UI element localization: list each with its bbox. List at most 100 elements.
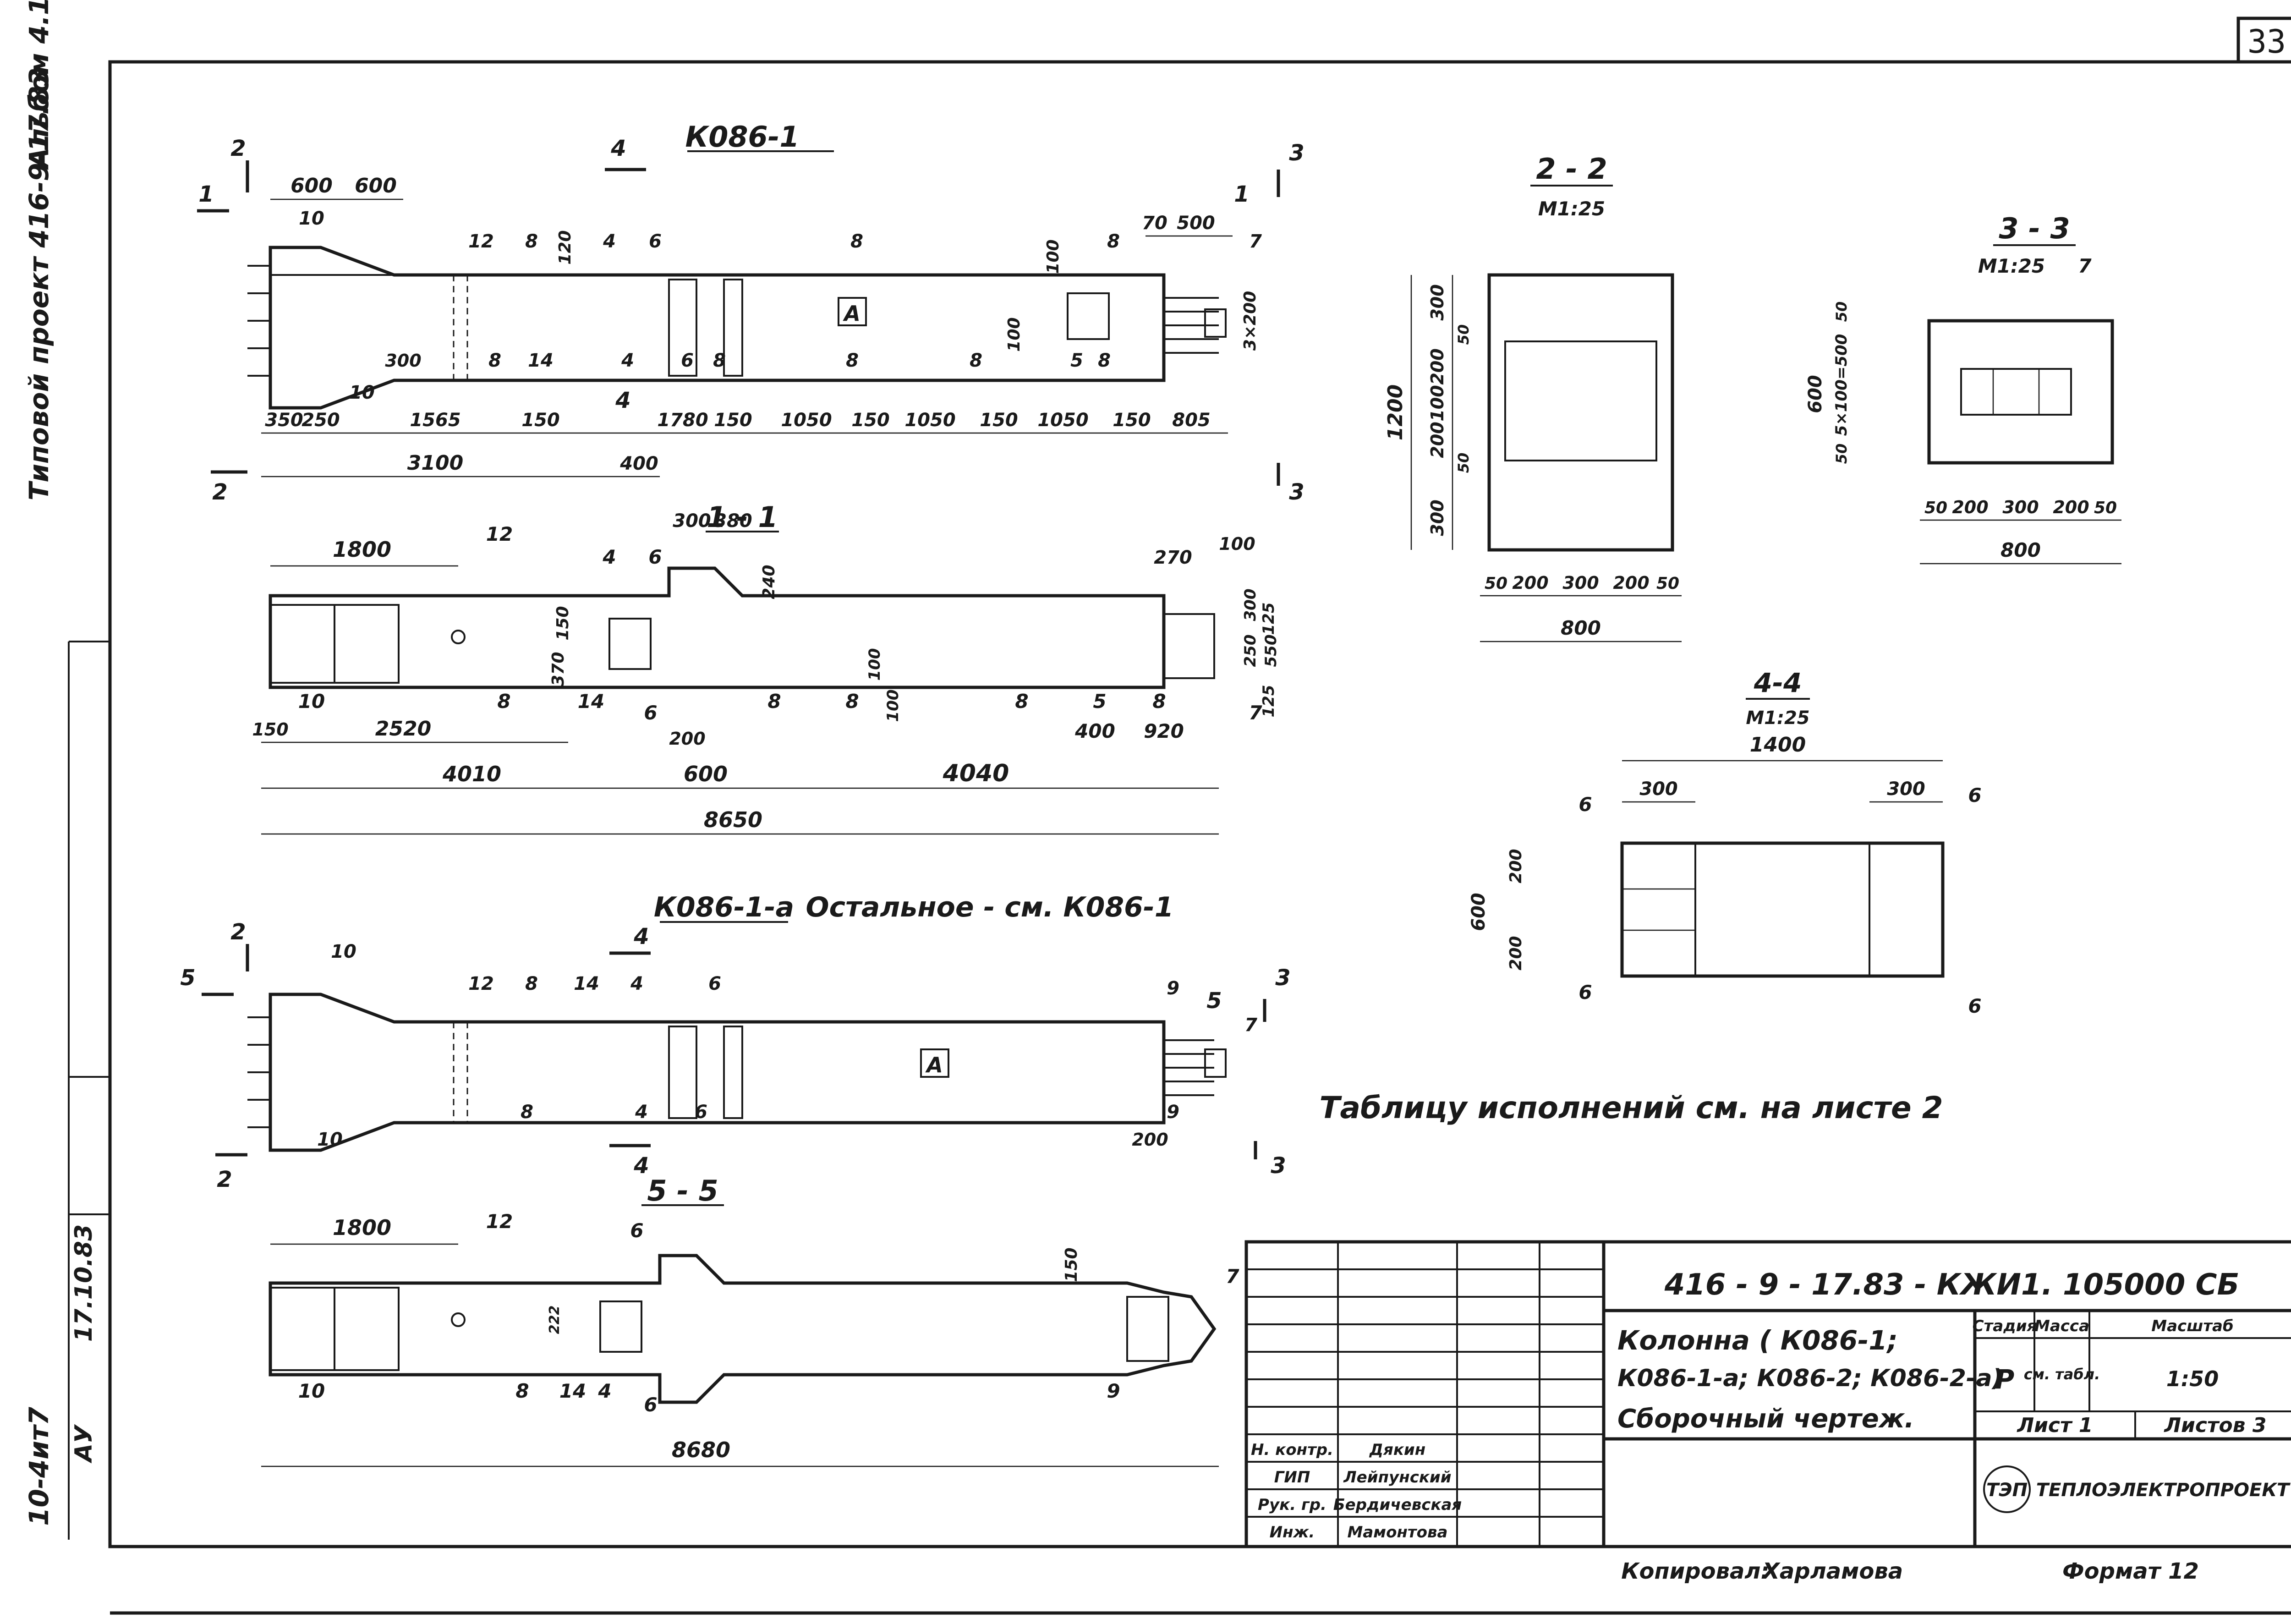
svg-text:200: 200 [669,729,705,749]
side-inv-text: АУ [70,1424,98,1464]
svg-text:8: 8 [1152,690,1166,713]
svg-text:6: 6 [630,1219,643,1242]
svg-text:6: 6 [681,350,694,371]
svg-text:10: 10 [331,941,356,962]
svg-text:8: 8 [1015,690,1028,713]
svg-text:380: 380 [714,510,752,532]
svg-text:2 - 2: 2 - 2 [1536,152,1607,186]
svg-text:100: 100 [866,648,884,681]
svg-text:3: 3 [1289,140,1304,166]
title-block: 416 - 9 - 17.83 - КЖИ1. 105000 СБ Колонн… [1244,1240,2291,1548]
column-outline [269,246,1166,410]
svg-text:4: 4 [602,546,616,568]
copied-label: Копировал: [1621,1558,1769,1584]
svg-text:4: 4 [610,136,626,161]
svg-text:200: 200 [1427,348,1447,384]
svg-text:1050: 1050 [904,410,955,431]
svg-text:10: 10 [298,1380,325,1402]
svg-text:Масштаб: Масштаб [2151,1317,2233,1335]
svg-text:10: 10 [298,690,325,713]
svg-text:6: 6 [1578,793,1592,816]
svg-text:4010: 4010 [442,762,501,786]
svg-text:Масса: Масса [2034,1317,2089,1335]
svg-text:4-4: 4-4 [1754,667,1802,698]
svg-text:8: 8 [497,690,510,713]
svg-text:4: 4 [615,388,630,413]
svg-text:50: 50 [1656,574,1679,593]
svg-text:Колонна ( К086-1;: Колонна ( К086-1; [1617,1325,1898,1356]
svg-text:6: 6 [695,1102,707,1123]
view-k086-1: К086-1 А 600 600 70 5 [197,120,1304,505]
svg-text:1800: 1800 [333,1215,391,1240]
svg-text:8680: 8680 [672,1437,730,1462]
side-album-text: Альбом 4.1 [23,0,55,170]
svg-text:2: 2 [230,136,246,161]
svg-text:3 - 3: 3 - 3 [1999,212,2070,245]
svg-text:6: 6 [1968,995,1981,1017]
svg-text:ТЕПЛОЭЛЕКТРОПРОЕКТ: ТЕПЛОЭЛЕКТРОПРОЕКТ [2036,1480,2291,1501]
svg-text:8: 8 [713,350,726,371]
marker-a-letter: А [843,301,860,326]
svg-text:Остальное - см. К086-1: Остальное - см. К086-1 [806,891,1174,923]
svg-text:70: 70 [1142,213,1167,234]
sheet-number: 33 [2247,23,2286,60]
svg-text:400: 400 [619,453,658,474]
svg-text:200: 200 [1512,573,1548,593]
svg-text:600: 600 [355,174,397,198]
svg-text:М1:25: М1:25 [1978,255,2045,277]
format-label: Формат 12 [2062,1558,2199,1584]
view-k086-1a: К086-1-а Остальное - см. К086-1 А 10 12 … [180,891,1290,1192]
svg-text:200: 200 [1507,936,1525,970]
svg-text:14: 14 [559,1380,586,1402]
svg-text:7: 7 [1226,1265,1239,1288]
svg-text:200: 200 [1613,573,1649,593]
svg-text:240: 240 [760,565,778,599]
svg-text:3100: 3100 [407,451,463,475]
svg-text:550: 550 [1262,635,1280,667]
svg-text:1050: 1050 [781,410,832,431]
svg-text:150: 150 [851,410,890,431]
svg-text:1: 1 [1234,181,1249,207]
svg-text:4: 4 [633,1153,649,1179]
svg-text:6: 6 [648,546,662,568]
svg-text:9: 9 [1107,1380,1120,1402]
svg-text:805: 805 [1172,410,1211,431]
svg-text:2520: 2520 [375,717,431,741]
svg-text:600: 600 [1468,893,1489,931]
svg-text:Н. контр.: Н. контр. [1251,1441,1333,1459]
view-section-2-2: 2 - 2 М1:25 1200 300 50 200 100 200 50 3… [1384,152,1682,642]
svg-text:120: 120 [556,230,575,264]
svg-text:3×200: 3×200 [1241,291,1260,351]
svg-text:125: 125 [1260,685,1278,718]
view-section-3-3: 3 - 3 М1:25 7 600 50 5×100=500 50 50 200… [1805,212,2121,565]
svg-text:Дякин: Дякин [1369,1441,1426,1459]
svg-text:150: 150 [521,410,560,431]
svg-text:8: 8 [1107,231,1120,252]
svg-text:7: 7 [1249,231,1262,252]
svg-text:150: 150 [980,410,1018,431]
svg-text:Мамонтова: Мамонтова [1348,1523,1448,1542]
svg-text:5×100=500: 5×100=500 [1832,334,1851,436]
side-series-text: Типовой проект 416-9-17.83 [23,68,55,500]
svg-text:6: 6 [649,231,662,252]
svg-text:50: 50 [1924,499,1947,517]
svg-text:10: 10 [299,208,324,229]
view-section-1-1: 1 - 1 1800 300 380 270 100 150 370 240 3… [252,500,1280,835]
svg-text:600: 600 [1805,375,1826,413]
svg-text:1780: 1780 [657,410,708,431]
section-3-3-rect [1927,319,2114,465]
svg-text:3: 3 [1271,1153,1286,1179]
svg-text:5: 5 [1093,690,1106,713]
svg-text:12: 12 [486,523,513,545]
svg-text:400: 400 [1074,720,1115,742]
svg-text:3: 3 [1275,965,1290,991]
svg-text:Инж.: Инж. [1270,1523,1315,1542]
svg-text:8650: 8650 [704,807,762,832]
view-section-4-4: 4-4 М1:25 1400 300 300 600 200 200 6 6 6… [1468,667,1982,1017]
svg-text:250: 250 [1241,635,1260,667]
svg-text:7: 7 [1249,702,1262,724]
svg-text:1400: 1400 [1750,733,1806,757]
svg-text:50: 50 [1485,574,1507,593]
svg-text:250: 250 [301,410,340,431]
svg-text:100: 100 [1219,534,1255,554]
